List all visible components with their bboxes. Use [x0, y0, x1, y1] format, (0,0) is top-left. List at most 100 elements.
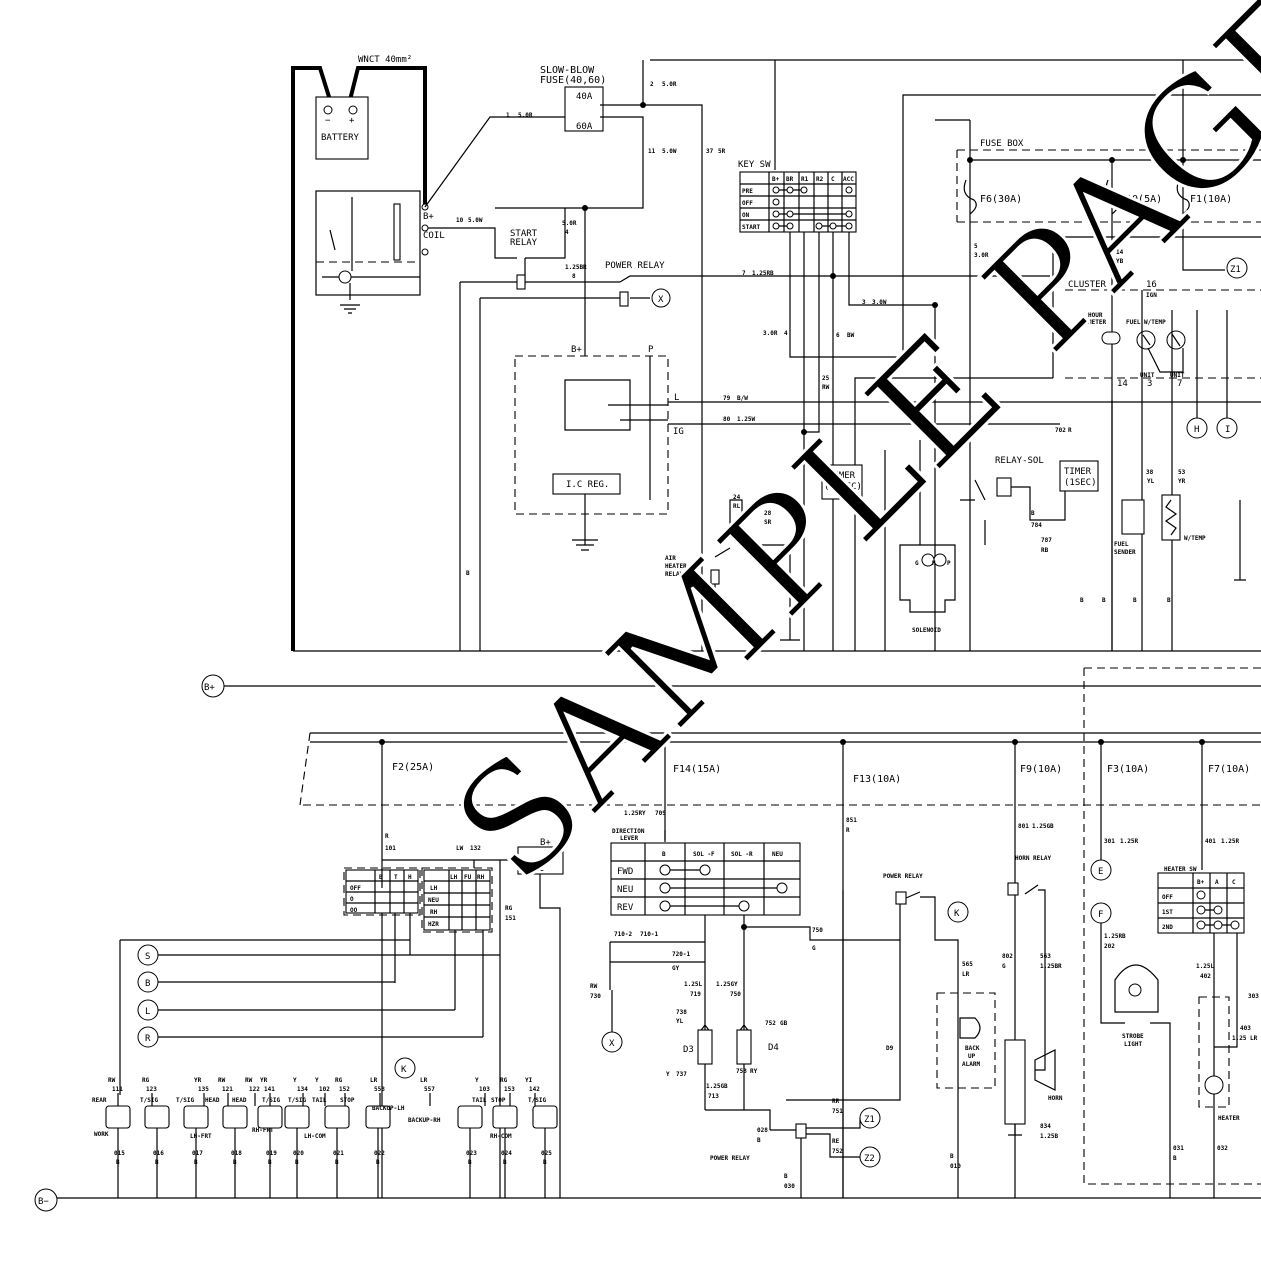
ground-wire-number: 015 [114, 1150, 125, 1157]
wire-color: LR [420, 1077, 428, 1084]
cable-label: WNCT 40mm² [358, 55, 412, 65]
ground-wire-number: 023 [466, 1150, 477, 1157]
wire-tag: B/W [737, 395, 748, 402]
key-row: ON [742, 212, 750, 219]
wire-tag: 7 [742, 270, 746, 277]
ground-wire-color: B [468, 1159, 472, 1166]
flasher-l: L [540, 866, 544, 873]
connector-x-bottom [601, 1031, 623, 1053]
wire-number: 102 [319, 1086, 330, 1093]
connector-k-lamps [394, 1057, 416, 1079]
wire-tag: 730 [590, 993, 601, 1000]
connector-z2 [859, 1146, 881, 1168]
wire-tag: 031 [1173, 1145, 1184, 1152]
signal-connectors: S B L R [119, 939, 500, 1095]
turn-switch-col: RH [477, 874, 485, 881]
ground-wire-number: 021 [333, 1150, 344, 1157]
heater-col: A [1215, 879, 1219, 886]
air-heater-relay-label: AIR [665, 555, 676, 562]
wire-tag: B [1167, 597, 1171, 604]
ground-wire-number: 019 [266, 1150, 277, 1157]
power-relay-label: POWER RELAY [883, 873, 923, 880]
wire-tag: 24 [733, 494, 741, 501]
lamp [222, 1105, 248, 1129]
top-wire-tags: 2 5.0R 1 5.0R 11 5.0W 37 5R 10 5.0W 5.0R… [456, 81, 1186, 604]
light-switch-row: OFF [350, 885, 361, 892]
wire-tag: 801 [1018, 823, 1029, 830]
wire-tag: YR [1178, 478, 1186, 485]
ground-wire-color: B [295, 1159, 299, 1166]
lamp-label: LH-FRT [190, 1133, 212, 1140]
key-col: R2 [816, 176, 824, 183]
timer-1s-label: TIMER [1064, 467, 1092, 477]
wire-tag: YL [1147, 478, 1155, 485]
backup-alarm-label: UP [968, 1053, 976, 1060]
turn-switch-row: LH [430, 885, 438, 892]
lamp-label: BACKUP-LH [372, 1105, 405, 1112]
slow-blow-label-2: FUSE(40,60) [540, 75, 606, 86]
connector-bminus [34, 1188, 58, 1212]
fuse-f3-label: F3(10A) [1107, 764, 1149, 775]
connector-x-label: X [658, 295, 664, 305]
lamp [183, 1105, 209, 1129]
wire-tag: Y [666, 1071, 670, 1078]
wire-tag: 028 [757, 1127, 768, 1134]
wire-number: 111 [112, 1086, 123, 1093]
connector-h-label: H [1194, 425, 1199, 435]
alternator-bplus: B+ [571, 345, 582, 355]
power-relay-label: POWER RELAY [710, 1155, 750, 1162]
lamp [144, 1105, 170, 1129]
wire-tag: YL [676, 1018, 684, 1025]
wire-tag: 5.0R [562, 220, 577, 227]
connector-e-label: E [1098, 867, 1103, 877]
wire-tag: 301 [1104, 838, 1115, 845]
wire-tag: B [784, 1173, 788, 1180]
wire-tag: LR [962, 971, 970, 978]
backup-alarm-label: ALARM [962, 1061, 980, 1068]
turn-switch-col: LH [450, 874, 458, 881]
wire-tag: 25 [822, 375, 830, 382]
ground-wire-number: 022 [374, 1150, 385, 1157]
wire-tag: 403 [1240, 1025, 1251, 1032]
alternator-l: L [674, 393, 679, 403]
lamp-label: HEAD [232, 1097, 247, 1104]
power-relay: POWER RELAY [479, 261, 1050, 651]
connector-i-label: I [1225, 425, 1230, 435]
direction-row: NEU [617, 885, 633, 895]
wire-number: 121 [222, 1086, 233, 1093]
wire-number: 558 [374, 1086, 385, 1093]
starter-motor: B+ COIL [315, 190, 445, 314]
wire-tag: B [757, 1137, 761, 1144]
unit-label: UNIT [1140, 372, 1155, 379]
key-col: ACC [843, 176, 854, 183]
ground-wire-color: B [543, 1159, 547, 1166]
wire-number: 153 [504, 1086, 515, 1093]
wire-color: LR [370, 1077, 378, 1084]
ground-wire-color: B [335, 1159, 339, 1166]
wire-tag: GY [672, 965, 680, 972]
wire-color: RW [218, 1077, 226, 1084]
wire-number: 122 [249, 1086, 260, 1093]
wire-tag: GB [780, 1020, 788, 1027]
air-heater-relay-label: HEATER [665, 563, 687, 570]
wire-tag: 37 [706, 148, 714, 155]
wire-tag: 1.25GB [1032, 823, 1054, 830]
light-switch-col: T [394, 874, 398, 881]
connector-l-label: L [145, 1007, 150, 1017]
lamp [284, 1105, 310, 1129]
solenoid-g: G [915, 560, 919, 567]
lamp-label: T/SIG [176, 1097, 194, 1104]
diode-d3-label: D3 [683, 1045, 694, 1055]
wire-tag: 3.0R [763, 330, 778, 337]
timer-15s-label: TIMER [828, 471, 856, 481]
wire-tag: 1 [506, 112, 510, 119]
solenoid-p: P [947, 560, 951, 567]
wire-tag: B [1080, 597, 1084, 604]
fuse-box-label: FUSE BOX [980, 139, 1024, 149]
wire-tag: RB [1041, 547, 1049, 554]
ground-wire-number: 024 [501, 1150, 512, 1157]
ground-wire-color: B [376, 1159, 380, 1166]
ground-wire-color: B [116, 1159, 120, 1166]
strobe-light-label: STROBE [1122, 1033, 1144, 1040]
